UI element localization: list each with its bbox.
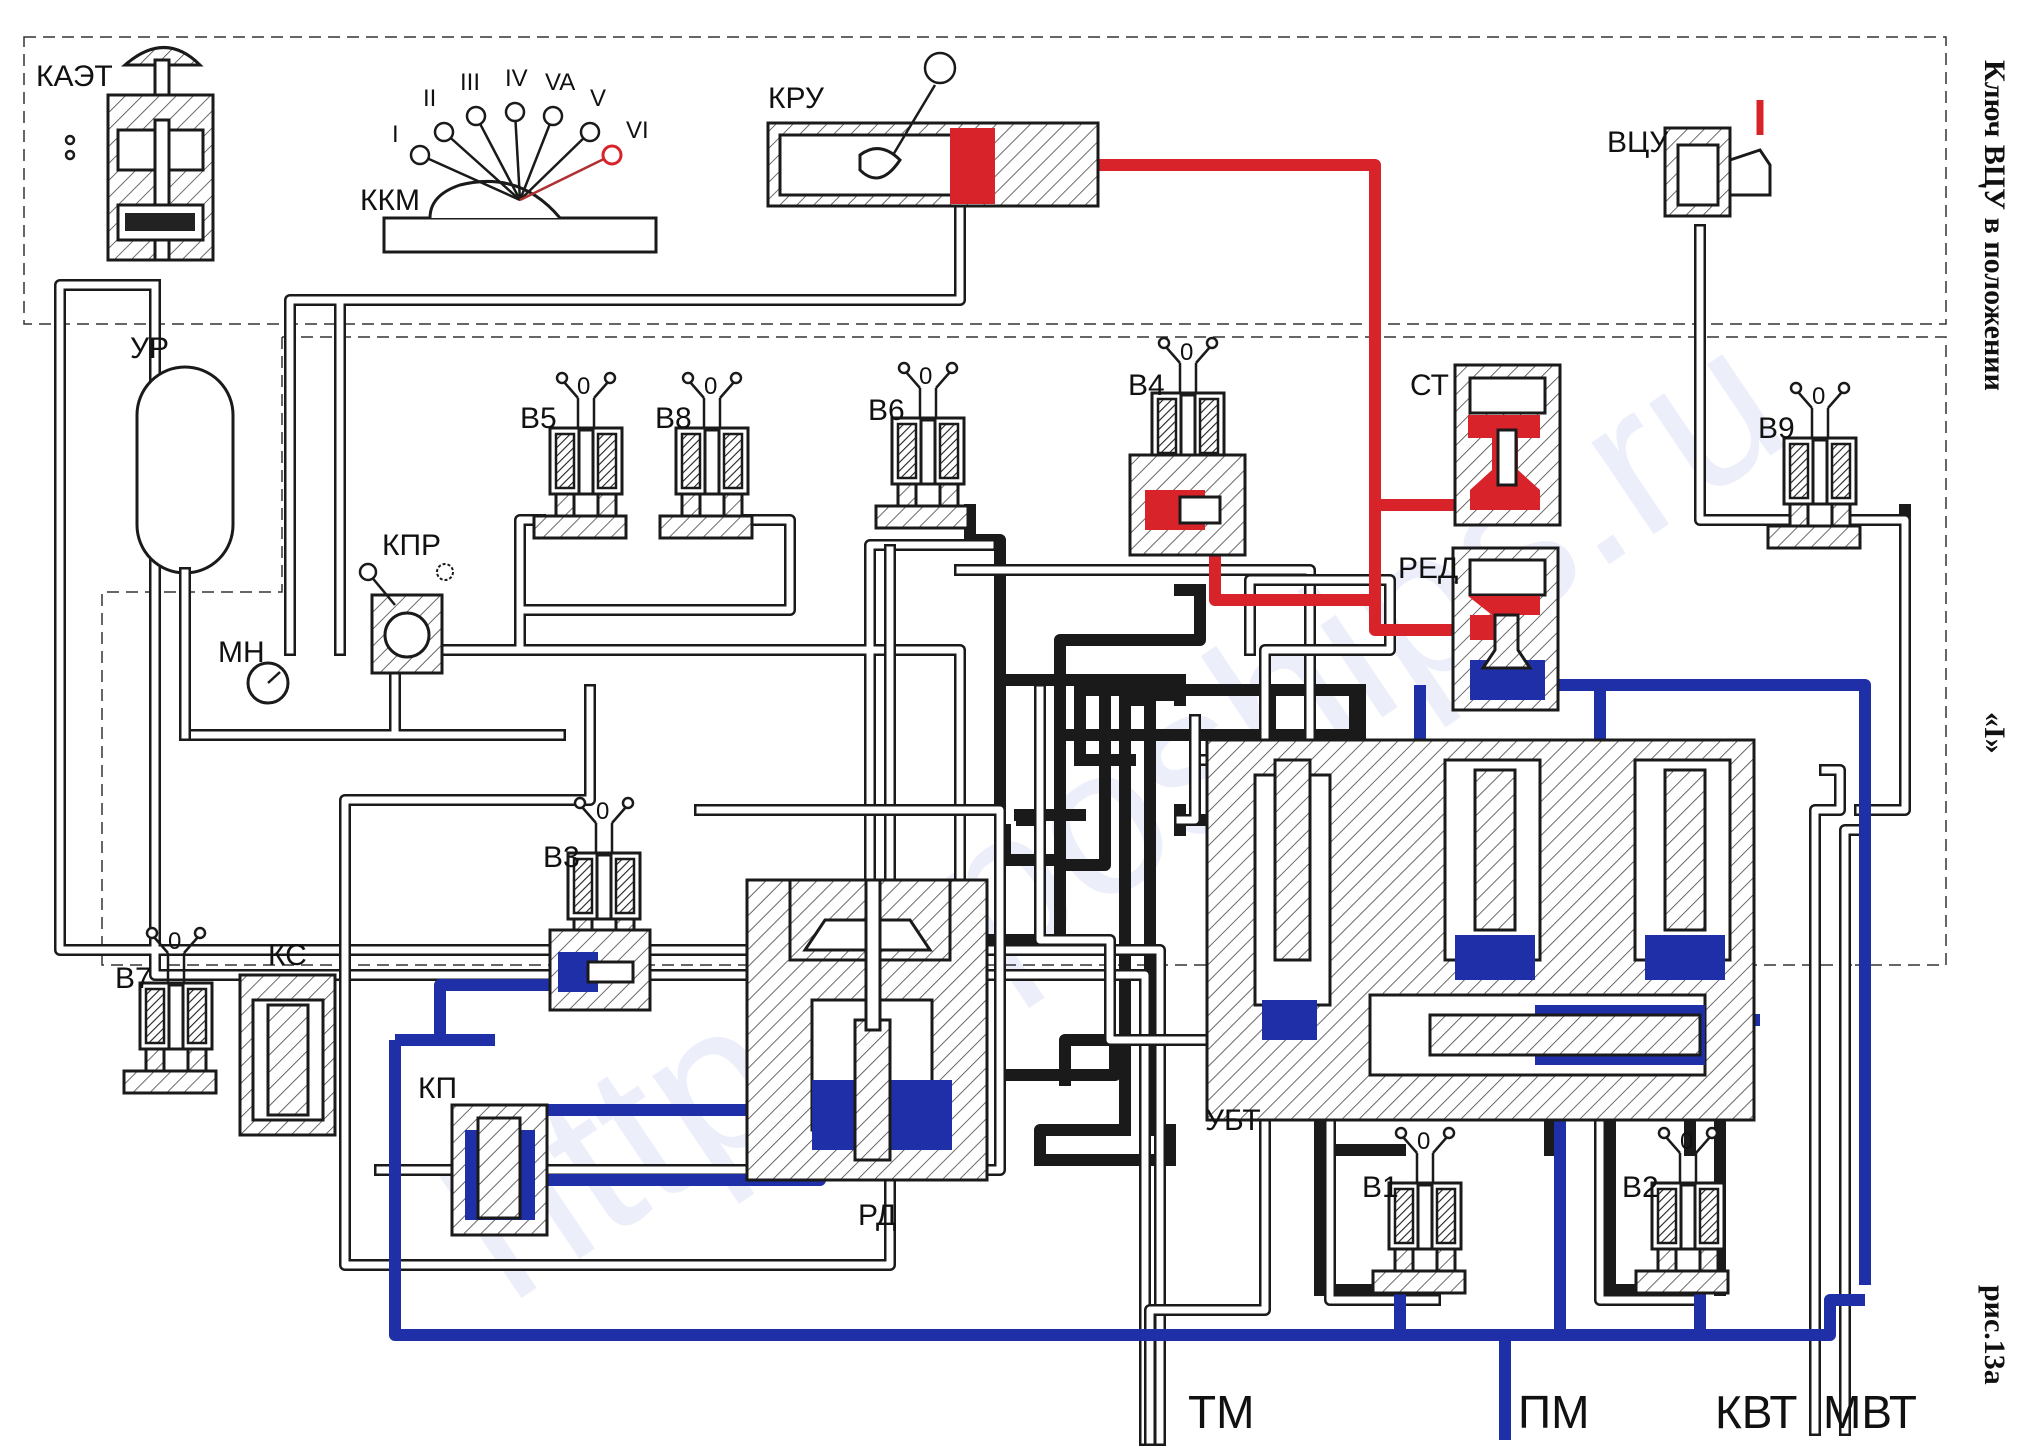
label-vcu: ВЦУ [1607, 126, 1669, 159]
panel-zone-left [101, 337, 1855, 966]
kru-valve [766, 51, 1100, 208]
zero-mark-v2: 0 [1680, 1128, 1693, 1155]
valve-zero-marks: 0 0 0 0 0 0 0 0 0 [168, 339, 1825, 1155]
mn-gauge [246, 661, 290, 705]
side-caption: Ключ ВЦУ в положении «I» рис.13а [1978, 60, 2011, 1385]
panel-zone [282, 336, 1947, 966]
port-labels: ТМ ПМ КВТ МВТ [1188, 1386, 1917, 1438]
label-red: РЕД [1398, 552, 1458, 585]
component-labels: КАЭТ ККМ КРУ ВЦУ УР КПР МН СТ РЕД КС КП … [36, 60, 1795, 1232]
zero-mark-v8: 0 [704, 373, 717, 400]
kkm-position-labels: I II III IV VA V VI [392, 65, 649, 148]
zero-mark-v1: 0 [1417, 1128, 1430, 1155]
valve-v3 [548, 796, 652, 1012]
kkm-position-5: V [590, 85, 606, 112]
zero-mark-v7: 0 [168, 928, 181, 955]
zero-mark-v6: 0 [919, 363, 932, 390]
ur-reservoir [135, 365, 235, 741]
rd-relay [745, 878, 989, 1182]
kkm-position-1: I [392, 121, 399, 148]
label-kaet: КАЭТ [36, 60, 113, 93]
kkm-position-4: IV [505, 65, 528, 92]
kaet-brake-cock [64, 46, 215, 262]
ubt-block [1205, 738, 1756, 1122]
port-pm: ПМ [1518, 1386, 1589, 1438]
zero-mark-v3: 0 [596, 798, 609, 825]
cab-controls-zone [23, 36, 1947, 325]
label-mn: МН [218, 636, 265, 669]
kkm-position-6: VI [626, 117, 649, 144]
kpr-valve [358, 562, 454, 675]
label-rd: РД [858, 1199, 896, 1232]
label-kkm: ККМ [360, 184, 420, 217]
red-valve [1451, 546, 1560, 712]
zero-mark-v4: 0 [1180, 339, 1193, 366]
label-kpr: КПР [382, 529, 441, 562]
label-ks: КС [268, 939, 307, 972]
label-v4: В4 [1128, 369, 1165, 402]
zero-mark-v5: 0 [577, 373, 590, 400]
ks-valve [238, 973, 337, 1137]
label-v9: В9 [1758, 412, 1795, 445]
label-ubt: УБТ [1205, 1104, 1261, 1137]
kp-valve [450, 1103, 549, 1237]
label-st: СТ [1410, 369, 1449, 402]
label-ur: УР [130, 332, 169, 365]
label-v3: В3 [543, 841, 580, 874]
label-v5: В5 [520, 402, 557, 435]
label-v2: В2 [1622, 1171, 1659, 1204]
label-kp: КП [418, 1072, 457, 1105]
caption-figure: рис.13а [1978, 1285, 2011, 1385]
st-valve [1453, 363, 1562, 527]
caption-title: Ключ ВЦУ в положении [1978, 60, 2011, 391]
kkm-controller [382, 101, 658, 254]
label-kru: КРУ [768, 82, 825, 115]
port-mvt: МВТ [1823, 1386, 1917, 1438]
kkm-position-va: VA [545, 69, 575, 96]
label-v6: В6 [868, 394, 905, 427]
valve-v4 [1128, 336, 1247, 557]
kkm-position-3: III [460, 69, 480, 96]
label-v7: В7 [115, 962, 152, 995]
port-tm: ТМ [1188, 1386, 1254, 1438]
port-kvt: КВТ [1715, 1386, 1798, 1438]
label-v1: В1 [1362, 1171, 1399, 1204]
zero-mark-v9: 0 [1812, 383, 1825, 410]
label-v8: В8 [655, 402, 692, 435]
caption-position: «I» [1978, 712, 2011, 754]
kkm-position-2: II [423, 85, 436, 112]
vcu-valve [1663, 126, 1772, 218]
